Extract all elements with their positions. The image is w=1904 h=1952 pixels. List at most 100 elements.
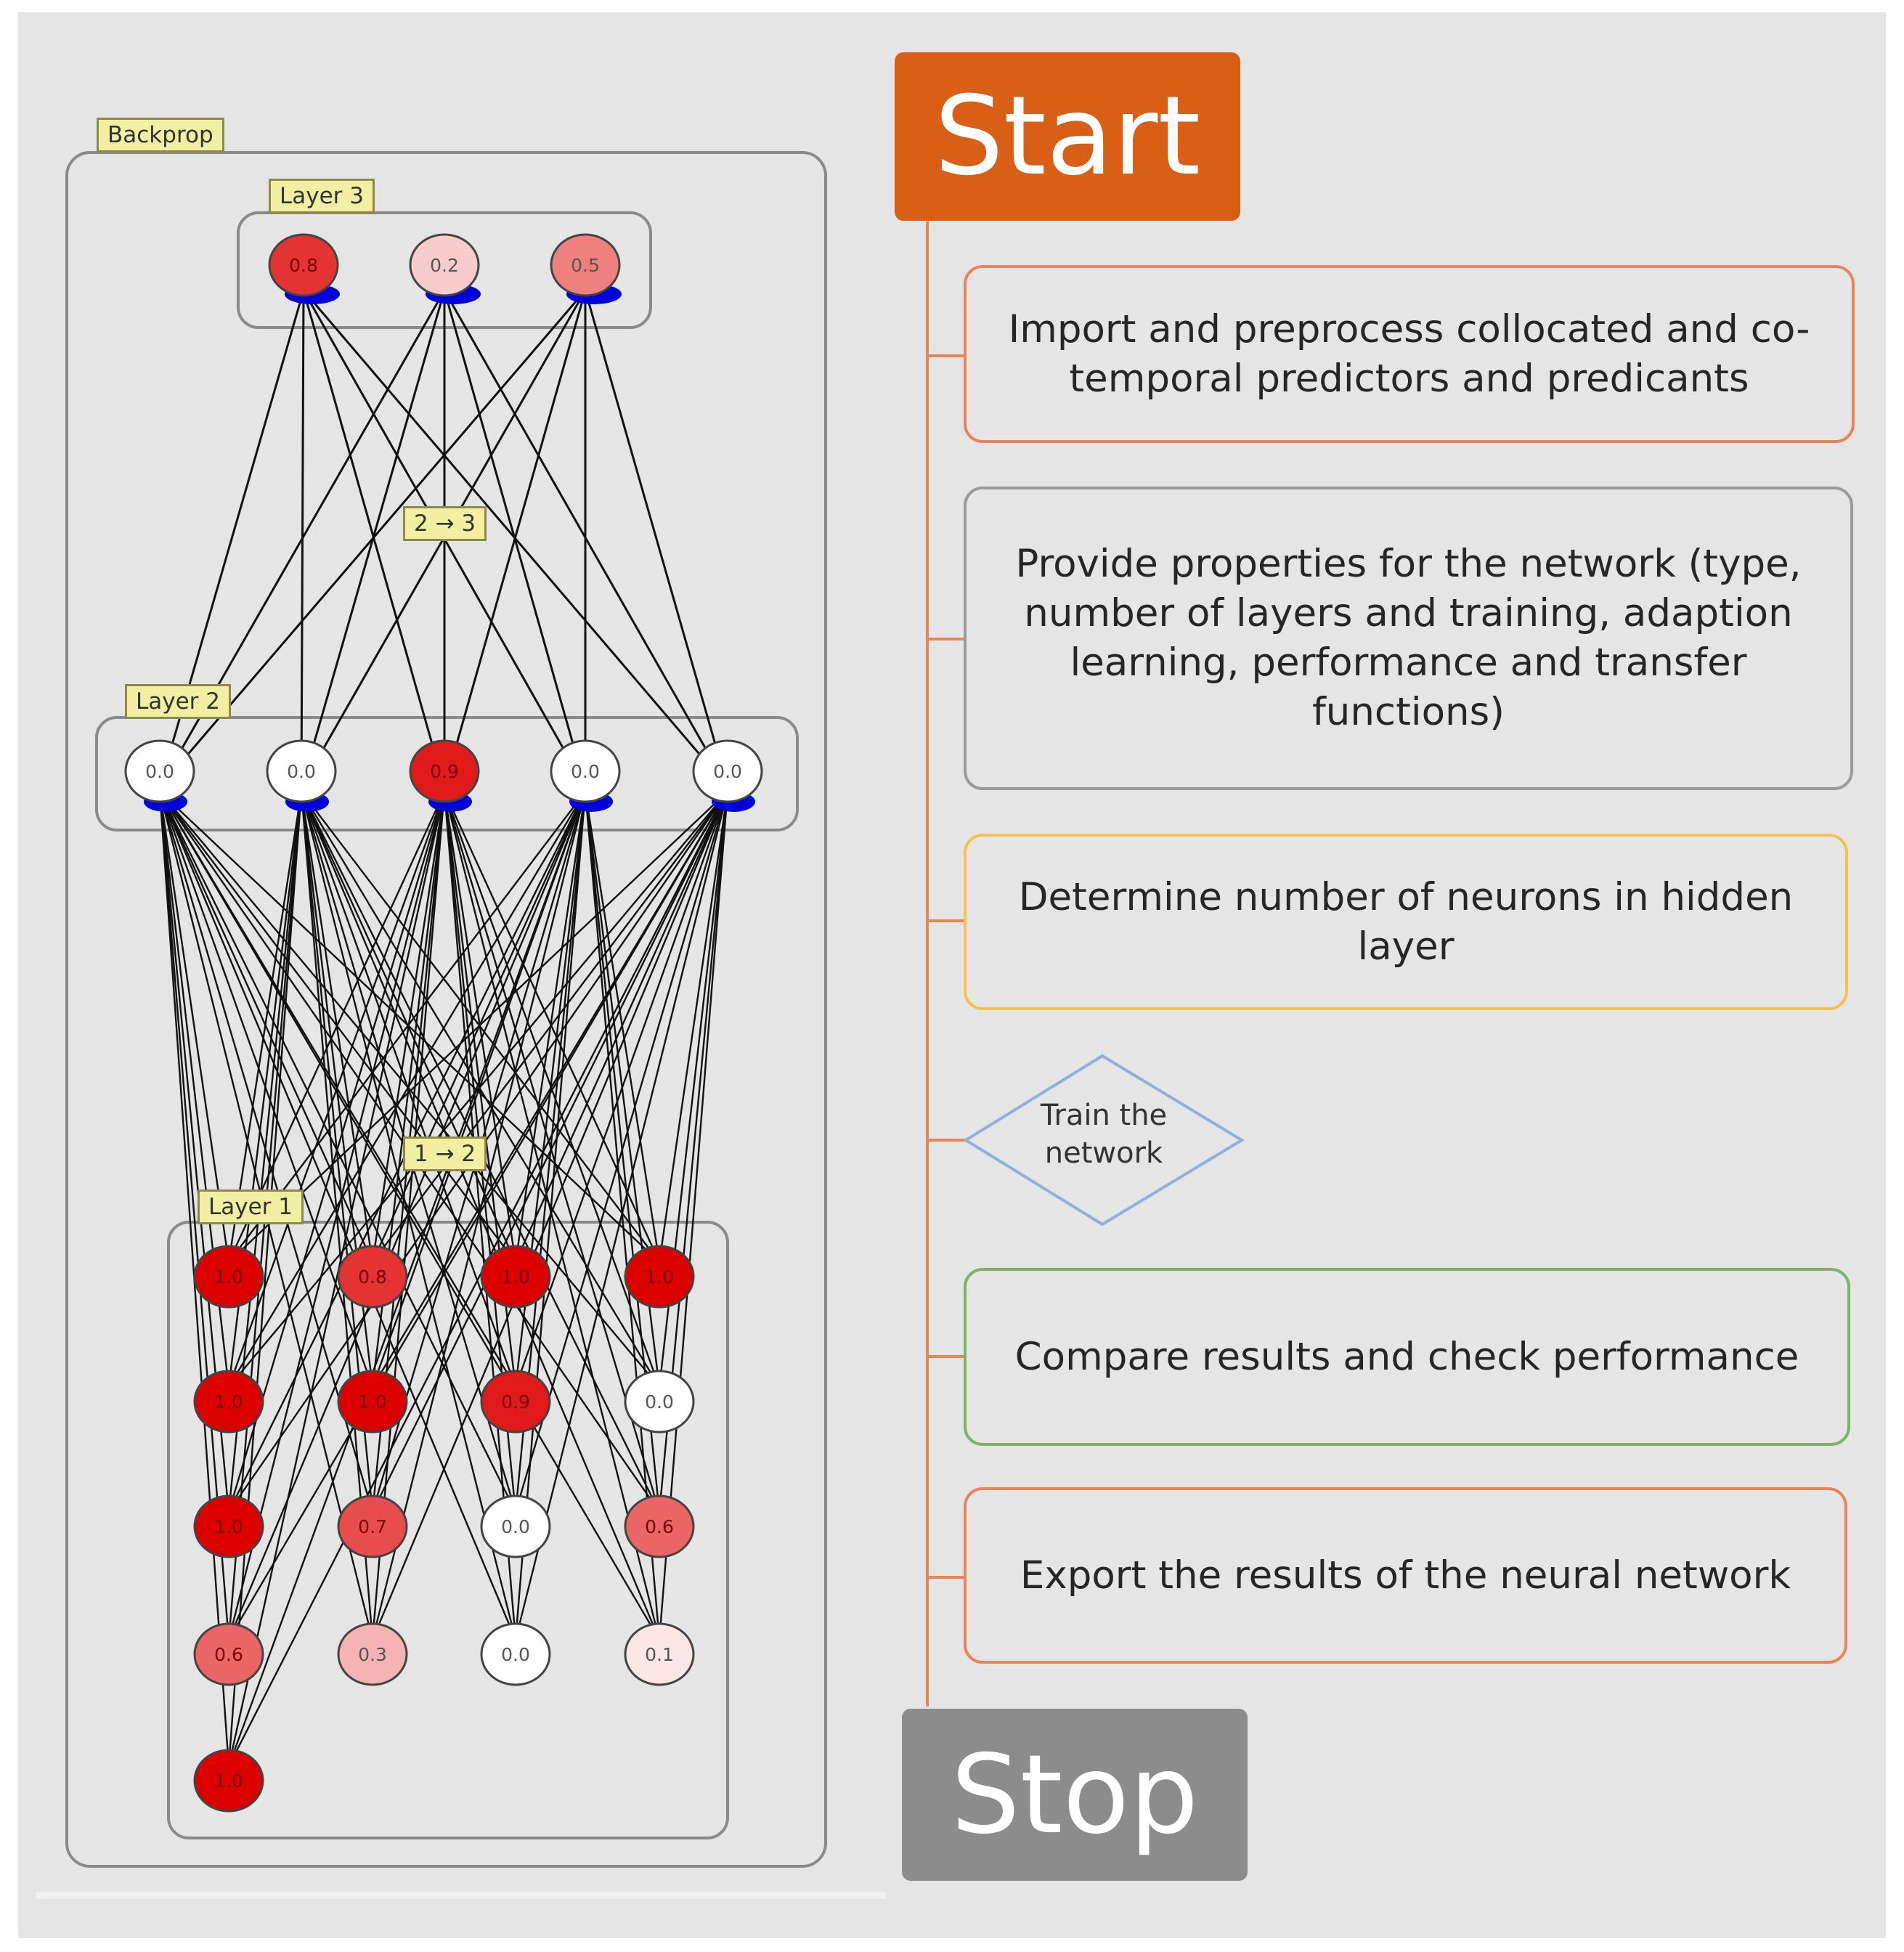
connection-edge xyxy=(158,791,374,1388)
connection-edge xyxy=(300,791,517,1640)
neuron-value: 0.0 xyxy=(571,761,600,782)
connection-edge xyxy=(443,791,661,1513)
neuron-value: 0.2 xyxy=(430,255,459,276)
neuron-nodes: 0.8 0.2 0.5 0.0 0.0 0.9 0.0 0.0 1.0 0.8 1.0 1.0 1.0 1… xyxy=(124,233,763,1813)
connection-edge xyxy=(158,791,517,1640)
neuron-value: 0.8 xyxy=(358,1266,387,1288)
connection-edge xyxy=(227,791,446,1767)
neuron-value: 0.3 xyxy=(358,1644,387,1665)
connection-edges xyxy=(158,290,729,1767)
neuron-value: 1.0 xyxy=(645,1266,674,1288)
connection-edge xyxy=(371,791,587,1640)
neuron-value: 0.0 xyxy=(501,1644,530,1665)
layer2-label: Layer 2 xyxy=(125,684,232,719)
connection-edge xyxy=(158,791,374,1513)
connection-edge xyxy=(302,290,446,788)
step-neurons-box: Determine number of neurons in hidden la… xyxy=(964,834,1848,1010)
neuron-value: 0.0 xyxy=(287,761,316,782)
step-properties-box: Provide properties for the network (type… xyxy=(964,487,1853,790)
layer3-neuron: 0.5 xyxy=(550,233,621,297)
layer1-neuron: 0.1 xyxy=(624,1622,695,1686)
layer3-label: Layer 3 xyxy=(269,179,375,214)
layer1-neuron: 1.0 xyxy=(480,1245,551,1309)
layer3-neuron: 0.2 xyxy=(409,233,480,297)
connection-edge xyxy=(227,791,303,1767)
connector-export xyxy=(929,1576,965,1579)
neuron-value: 0.0 xyxy=(713,761,742,782)
step-export-box: Export the results of the neural network xyxy=(964,1487,1847,1664)
neuron-value: 0.9 xyxy=(501,1391,530,1412)
layer2-neuron: 0.0 xyxy=(692,739,763,803)
layer1-neuron: 0.0 xyxy=(480,1622,551,1686)
neuron-value: 1.0 xyxy=(214,1391,243,1412)
flow-spine xyxy=(926,221,929,1707)
step-compare-text: Compare results and check performance xyxy=(1014,1334,1799,1379)
neuron-value: 0.0 xyxy=(645,1391,674,1412)
layer1-neuron: 1.0 xyxy=(193,1245,264,1309)
connection-edge xyxy=(227,791,587,1388)
layer1-neuron: 1.0 xyxy=(193,1749,264,1813)
backprop-container xyxy=(65,151,827,1868)
layer1-neuron: 0.6 xyxy=(624,1494,695,1558)
connection-edge xyxy=(301,791,660,1263)
connector-neurons xyxy=(929,919,965,922)
step-properties-text: Provide properties for the network (type… xyxy=(1015,542,1802,734)
layer1-neuron: 0.7 xyxy=(337,1494,408,1558)
layer1-container xyxy=(167,1221,729,1839)
neuron-value: 0.7 xyxy=(358,1516,387,1537)
connection-edge xyxy=(158,791,374,1263)
connection-edge xyxy=(300,791,661,1640)
neuron-value: 0.0 xyxy=(145,761,174,782)
connection-edge xyxy=(443,791,661,1640)
layer2-neuron: 0.9 xyxy=(409,739,480,803)
connection-edge xyxy=(443,290,729,788)
step-export-text: Export the results of the neural network xyxy=(1020,1553,1791,1598)
layer1-neuron: 0.9 xyxy=(480,1370,551,1434)
bottom-rule xyxy=(36,1892,886,1899)
connection-edge xyxy=(158,791,517,1513)
step-import-text: Import and preprocess collocated and co-… xyxy=(1008,306,1810,401)
connection-edge xyxy=(300,791,661,1388)
neuron-value: 1.0 xyxy=(214,1516,243,1537)
layer3-neuron: 0.8 xyxy=(268,233,339,297)
layer1-neuron: 1.0 xyxy=(624,1245,695,1309)
neuron-value: 0.6 xyxy=(214,1644,243,1665)
layer1-neuron: 0.6 xyxy=(193,1622,264,1686)
step-train-diamond xyxy=(963,1054,1245,1227)
connection-edge xyxy=(159,791,660,1263)
neuron-value: 1.0 xyxy=(358,1391,387,1412)
step-neurons-text: Determine number of neurons in hidden la… xyxy=(1018,874,1794,969)
connection-edge xyxy=(227,791,729,1767)
layer1-neuron: 0.8 xyxy=(337,1245,408,1309)
layer1-neuron: 0.0 xyxy=(480,1494,551,1558)
connection-edge xyxy=(371,791,587,1263)
layer1-label: Layer 1 xyxy=(198,1190,304,1224)
layer2-neuron: 0.0 xyxy=(124,739,195,803)
layer2-neuron: 0.0 xyxy=(550,739,621,803)
neuron-value: 1.0 xyxy=(501,1266,530,1288)
connector-import xyxy=(929,354,965,357)
neuron-value: 0.1 xyxy=(645,1644,674,1665)
backprop-label: Backprop xyxy=(97,118,224,152)
connection-edge xyxy=(158,791,661,1640)
step-train-text: Train the network xyxy=(1040,1099,1168,1170)
stop-terminal: Stop xyxy=(902,1709,1248,1881)
connection-edge xyxy=(227,791,303,1263)
connection-edge xyxy=(302,290,729,788)
connection-edge xyxy=(584,290,729,788)
projection-1-2-label: 1 → 2 xyxy=(403,1136,487,1171)
connector-properties xyxy=(929,638,965,640)
connector-train xyxy=(929,1139,965,1142)
connection-edge xyxy=(658,791,729,1263)
layer1-neuron: 0.3 xyxy=(337,1622,408,1686)
connection-edge xyxy=(158,791,230,1263)
step-compare-box: Compare results and check performance xyxy=(964,1268,1850,1446)
layer1-neuron: 1.0 xyxy=(193,1370,264,1434)
neuron-value: 0.9 xyxy=(430,761,459,782)
neuron-value: 0.8 xyxy=(289,255,318,276)
neuron-value: 0.5 xyxy=(571,255,600,276)
neuron-value: 0.6 xyxy=(645,1516,674,1537)
connection-edge xyxy=(228,791,586,1263)
neuron-value: 0.0 xyxy=(501,1516,530,1537)
neuron-value: 1.0 xyxy=(214,1770,243,1792)
